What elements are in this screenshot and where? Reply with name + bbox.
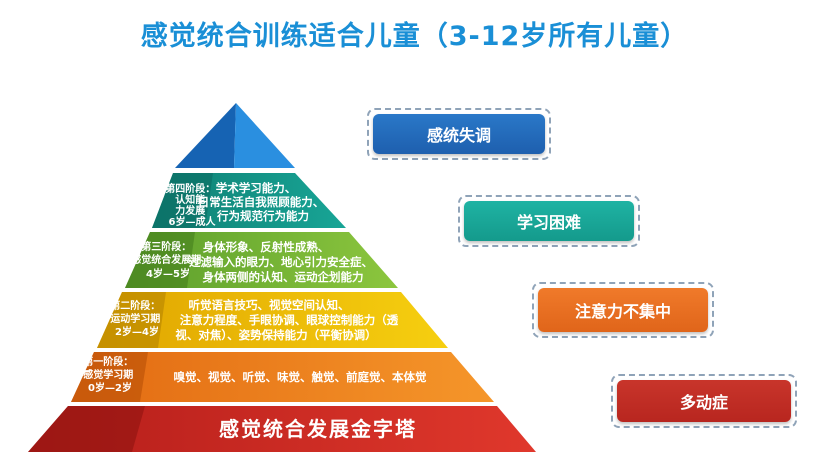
stage-label-2: 第二阶段： 运动学习期 2岁—4岁 (110, 299, 163, 338)
pyramid-level-2 (97, 292, 448, 348)
condition-card-1: 感统失调 (367, 108, 551, 160)
level-1-description: 嗅觉、视觉、听觉、味觉、触觉、前庭觉、本体觉 (174, 370, 427, 384)
condition-card-2: 学习困难 (458, 195, 640, 247)
condition-label-hyperactivity: 多动症 (617, 380, 791, 422)
pyramid-base (28, 406, 536, 452)
pyramid-level-1 (71, 352, 494, 402)
stage-label-1: 第一阶段： 感觉学习期 0岁—2岁 (83, 355, 136, 394)
condition-card-4: 多动症 (611, 374, 797, 428)
condition-label-learning-difficulty: 学习困难 (464, 201, 634, 241)
level-4-description: 学术学习能力、 日常生活自我照顾能力、 行为规范行为能力 (198, 181, 329, 223)
pyramid-apex-right (234, 103, 295, 168)
condition-card-3: 注意力不集中 (532, 282, 714, 338)
pyramid-level-3 (125, 232, 398, 288)
condition-label-sensory-dysfunction: 感统失调 (373, 114, 545, 154)
stage-label-4: 第四阶段： 认知能 力发展 6岁—成人 (165, 182, 218, 228)
pyramid-base-label: 感觉统合发展金字塔 (219, 417, 417, 441)
condition-label-attention-deficit: 注意力不集中 (538, 288, 708, 332)
level-3-description: 身体形象、反射性成熟、 过滤输入的眼力、地心引力安全症、 身体两侧的认知、运动企… (189, 240, 377, 284)
stage-label-3: 第三阶段： 感觉统合发展期 4岁—5岁 (131, 240, 204, 280)
pyramid-apex-left (175, 103, 236, 168)
level-2-description: 听觉语言技巧、视觉空间认知、 注意力程度、手眼协调、眼球控制能力（透 视、对焦）… (175, 298, 402, 342)
page-title: 感觉统合训练适合儿童（3-12岁所有儿童） (140, 21, 689, 52)
